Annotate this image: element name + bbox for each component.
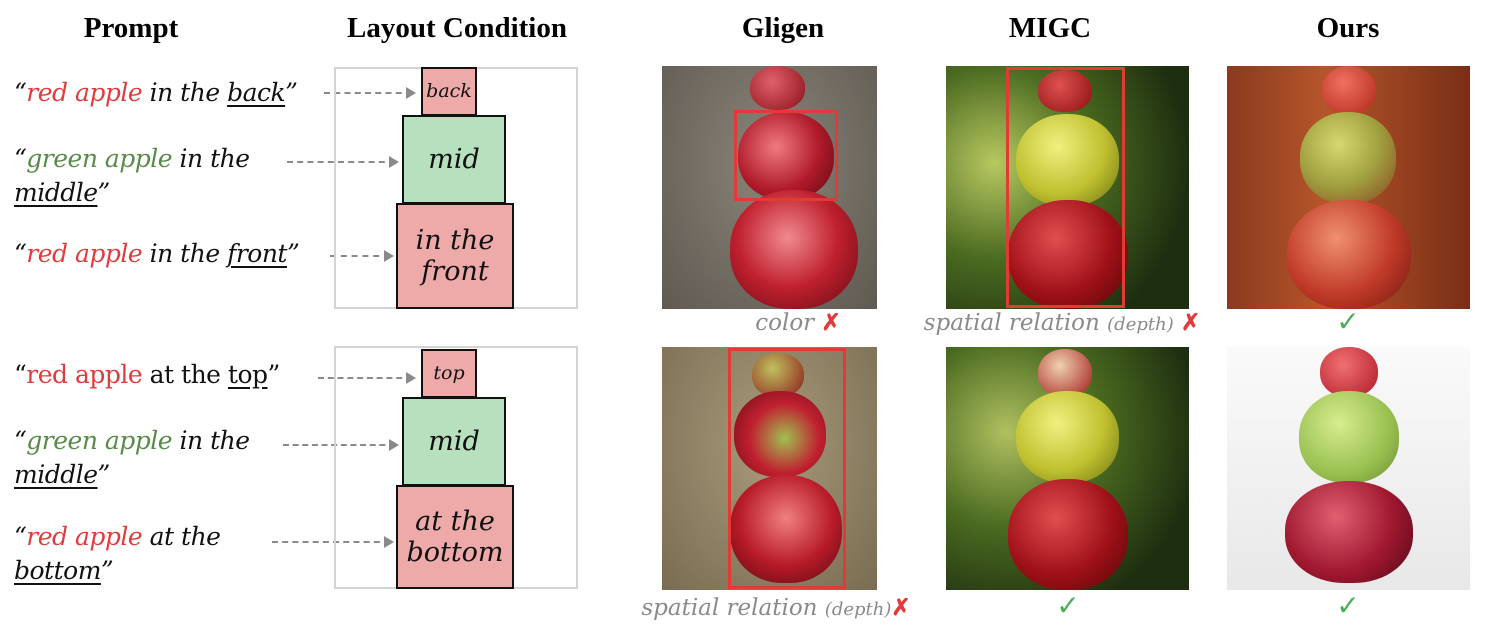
cross-icon: ✗ xyxy=(891,594,911,621)
caption-migc-row1: spatial relation (depth) ✗ xyxy=(923,309,1201,336)
bbox-overlay xyxy=(734,110,838,201)
dashed-arrow xyxy=(330,250,394,262)
dashed-arrow xyxy=(272,536,394,548)
gligen-image-row1 xyxy=(662,66,877,309)
bbox-overlay xyxy=(1006,67,1125,308)
dashed-arrow xyxy=(318,372,416,384)
ours-image-row1 xyxy=(1227,66,1470,309)
prompt-red-apple-front: “red apple in the front” xyxy=(14,239,300,268)
gligen-image-row2 xyxy=(662,347,877,590)
prompt-red-apple-top: “red apple at the top” xyxy=(14,360,280,389)
bbox-overlay xyxy=(728,348,846,589)
migc-image-row2 xyxy=(946,347,1189,590)
check-icon: ✓ xyxy=(1056,589,1080,622)
caption-gligen-row2: spatial relation (depth)✗ xyxy=(641,594,911,621)
cross-icon: ✗ xyxy=(1181,309,1201,336)
header-gligen: Gligen xyxy=(741,12,825,44)
ours-image-row2 xyxy=(1227,347,1470,590)
check-icon: ✓ xyxy=(1336,305,1360,338)
migc-image-row1 xyxy=(946,66,1189,309)
dashed-arrow xyxy=(283,439,399,451)
check-icon: ✓ xyxy=(1336,589,1360,622)
layout-box-mid: mid xyxy=(402,397,506,486)
layout-box-mid: mid xyxy=(402,115,506,204)
header-layout-condition: Layout Condition xyxy=(347,12,567,44)
dashed-arrow xyxy=(287,156,399,168)
header-ours: Ours xyxy=(1316,12,1380,44)
cross-icon: ✗ xyxy=(821,309,841,336)
dashed-arrow xyxy=(324,87,416,99)
layout-box-back: back xyxy=(421,67,477,116)
caption-gligen-row1: color ✗ xyxy=(755,309,841,336)
header-prompt: Prompt xyxy=(83,12,179,44)
prompt-red-apple-back: “red apple in the back” xyxy=(14,78,298,107)
header-migc: MIGC xyxy=(1008,12,1092,44)
layout-box-top: top xyxy=(421,349,477,398)
